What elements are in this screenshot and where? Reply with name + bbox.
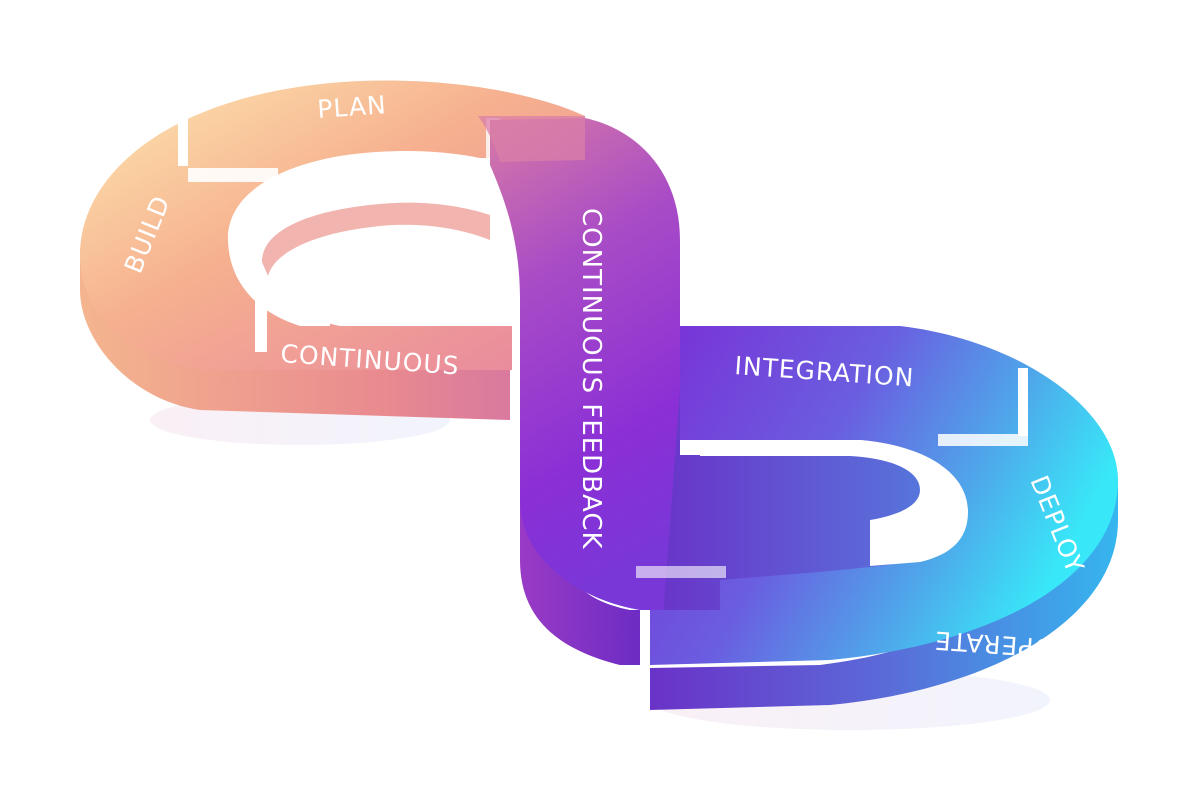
center-band-top-block: [478, 116, 585, 162]
left-loop-top: [80, 80, 585, 370]
continuous-gap: [255, 292, 267, 352]
label-plan: PLAN: [316, 90, 387, 124]
integration-gap: [1018, 368, 1028, 436]
plan-gap-1: [178, 108, 188, 166]
right-loop-top: [650, 326, 1118, 665]
center-band-top: [490, 118, 730, 610]
deploy-gap: [938, 434, 1028, 446]
label-continuous-feedback: CONTINUOUS FEEDBACK: [576, 208, 606, 550]
operate-gap: [636, 566, 726, 578]
left-loop-hole: [228, 154, 490, 326]
right-loop-hole: [700, 440, 968, 566]
left-loop-hole-wall: [262, 202, 490, 276]
build-gap: [188, 168, 278, 182]
